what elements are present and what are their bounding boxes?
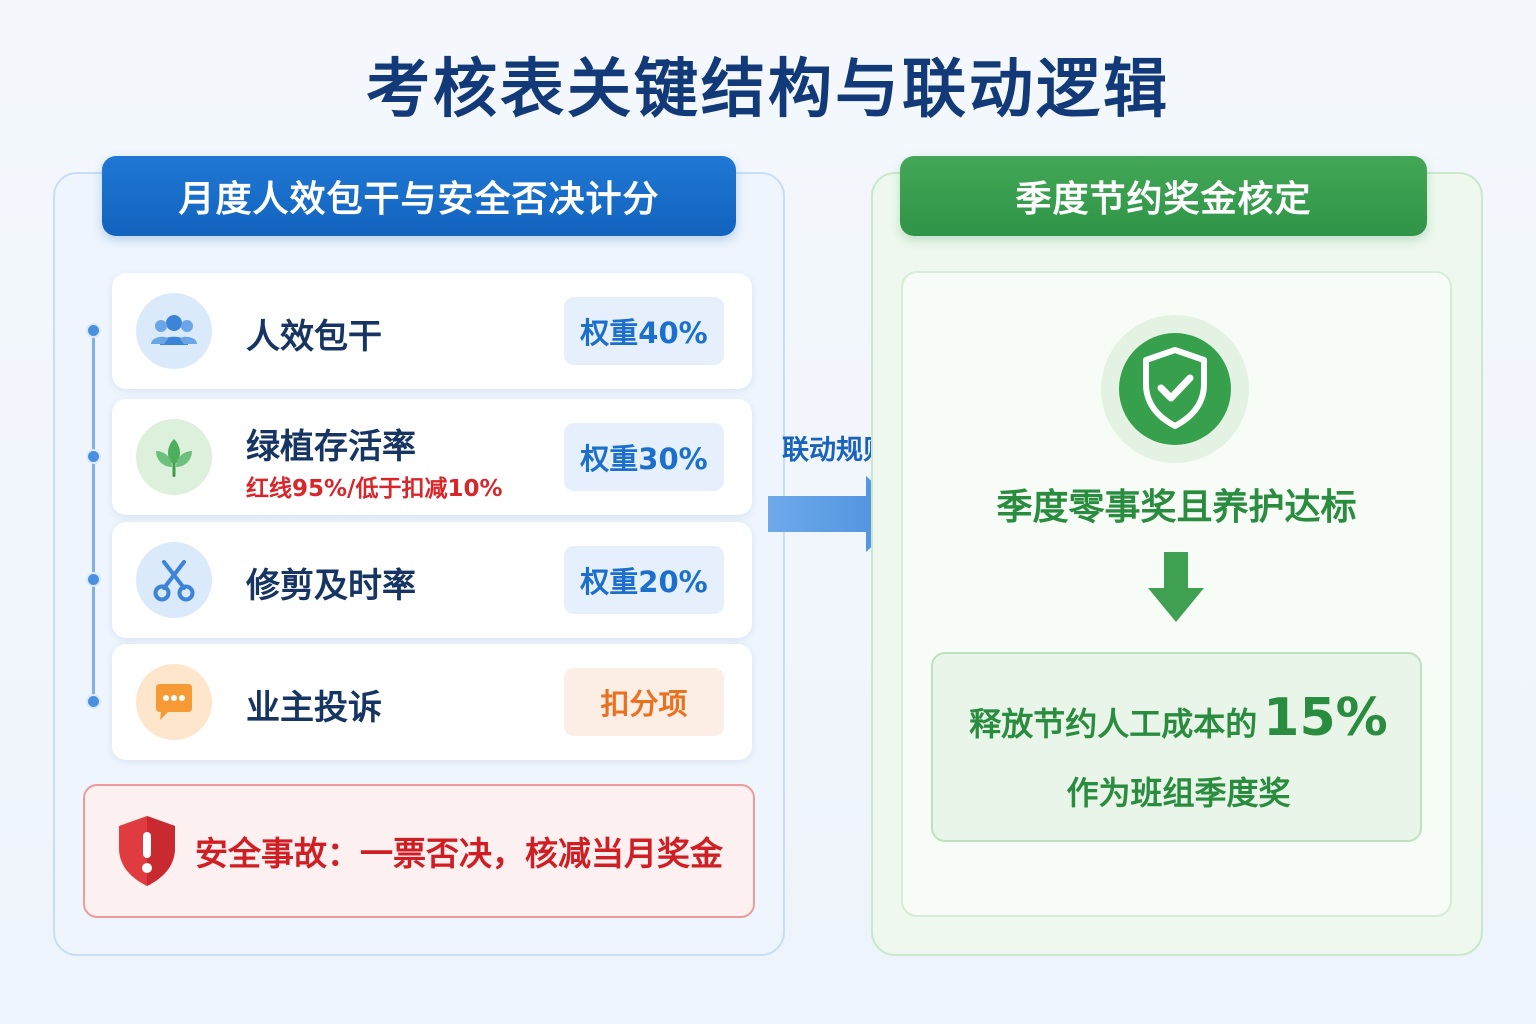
weight-badge: 权重20% bbox=[564, 546, 724, 614]
metric-label: 业主投诉 bbox=[246, 688, 382, 728]
safety-veto-alert: 安全事故：一票否决，核减当月奖金 bbox=[83, 784, 755, 918]
page-title: 考核表关键结构与联动逻辑 bbox=[366, 53, 1170, 127]
metric-label: 人效包干 bbox=[246, 317, 382, 357]
result-line-2: 作为班组季度奖 bbox=[1066, 774, 1291, 812]
shield-alert-icon bbox=[115, 814, 179, 892]
metric-card-pruning: 修剪及时率 权重20% bbox=[112, 522, 752, 638]
chat-icon bbox=[136, 664, 212, 740]
timeline-dot bbox=[86, 323, 101, 338]
weight-badge: 权重40% bbox=[564, 297, 724, 365]
timeline-dot bbox=[86, 449, 101, 464]
deduction-badge: 扣分项 bbox=[564, 668, 724, 736]
alert-text: 安全事故：一票否决，核减当月奖金 bbox=[195, 834, 723, 873]
metric-card-survival-rate: 绿植存活率 红线95%/低于扣减10% 权重30% bbox=[112, 399, 752, 515]
metric-label: 绿植存活率 bbox=[246, 427, 416, 467]
metric-card-complaints: 业主投诉 扣分项 bbox=[112, 644, 752, 760]
timeline-line bbox=[92, 330, 95, 702]
result-line: 释放节约人工成本的 15% bbox=[933, 688, 1424, 748]
down-arrow-icon bbox=[1146, 550, 1206, 628]
leaf-icon bbox=[136, 419, 212, 495]
result-text: 释放节约人工成本的 bbox=[969, 705, 1258, 743]
metric-sub-rule: 红线95%/低于扣减10% bbox=[246, 476, 503, 502]
shield-check-icon bbox=[1100, 314, 1250, 468]
scissors-icon bbox=[136, 542, 212, 618]
left-panel-header: 月度人效包干与安全否决计分 bbox=[102, 156, 736, 236]
people-icon bbox=[136, 293, 212, 369]
weight-badge: 权重30% bbox=[564, 423, 724, 491]
metric-card-efficiency: 人效包干 权重40% bbox=[112, 273, 752, 389]
timeline-dot bbox=[86, 572, 101, 587]
result-percentage: 15% bbox=[1263, 688, 1388, 748]
bonus-result-box: 释放节约人工成本的 15% 作为班组季度奖 bbox=[931, 652, 1422, 842]
bonus-condition: 季度零事奖且养护达标 bbox=[996, 487, 1357, 528]
metric-label: 修剪及时率 bbox=[246, 566, 416, 606]
right-panel-header: 季度节约奖金核定 bbox=[900, 156, 1427, 236]
timeline-dot bbox=[86, 694, 101, 709]
